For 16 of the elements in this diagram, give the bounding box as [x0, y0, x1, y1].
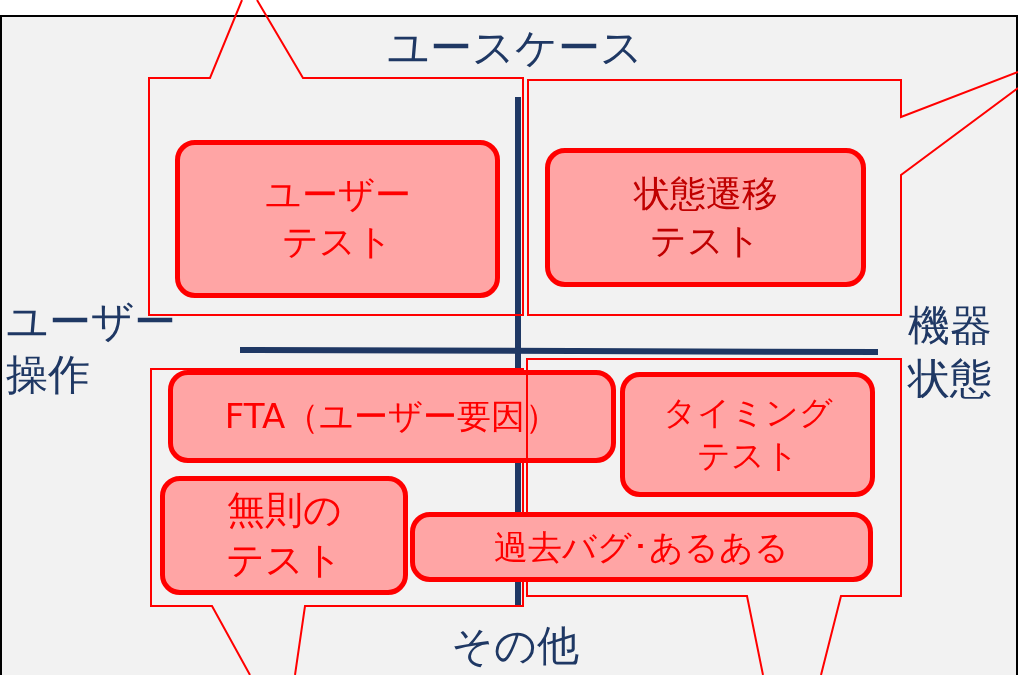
test-label: 過去バグ･あるある	[494, 525, 789, 569]
axis-label: 機器状態	[908, 300, 993, 405]
test-box	[168, 370, 616, 463]
test-label: 無則のテスト	[224, 487, 344, 584]
test-box	[545, 148, 866, 287]
test-box	[160, 476, 408, 595]
test-label: ユーザーテスト	[263, 173, 412, 264]
test-box	[620, 372, 875, 497]
test-label: FTA（ユーザー要因）	[224, 395, 560, 439]
test-box	[410, 512, 873, 582]
test-label: タイミングテスト	[661, 391, 834, 477]
test-box	[175, 140, 500, 298]
axis-label: ユーザー操作	[6, 296, 177, 401]
axis-label: その他	[450, 620, 580, 672]
test-label: 状態遷移テスト	[632, 171, 779, 263]
axis-label: ユースケース	[386, 22, 644, 74]
